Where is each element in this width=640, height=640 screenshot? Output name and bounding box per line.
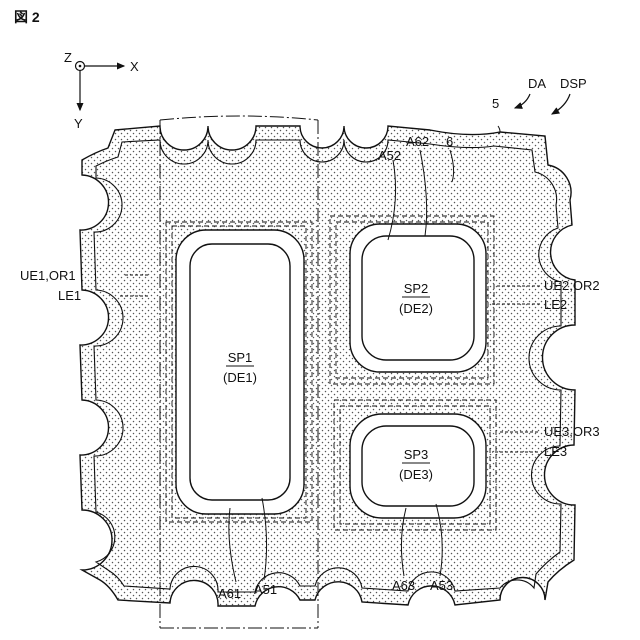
a53-label: A53 bbox=[430, 578, 453, 593]
le1-label: LE1 bbox=[58, 288, 81, 303]
figure-title: 図 2 bbox=[14, 9, 40, 25]
ue1-or1-label: UE1,OR1 bbox=[20, 268, 76, 283]
a63-label: A63 bbox=[392, 578, 415, 593]
sp3-opening-inner bbox=[362, 426, 474, 506]
le3-label: LE3 bbox=[544, 444, 567, 459]
a51-label: A51 bbox=[254, 582, 277, 597]
z-axis-label: Z bbox=[64, 50, 72, 65]
le2-label: LE2 bbox=[544, 297, 567, 312]
da-label: DA bbox=[528, 76, 546, 91]
sp2-label: SP2 bbox=[404, 281, 429, 296]
a52-label: A52 bbox=[378, 148, 401, 163]
ref6-label: 6 bbox=[446, 134, 453, 149]
de1-label: (DE1) bbox=[223, 370, 257, 385]
sp1-label: SP1 bbox=[228, 350, 253, 365]
a61-label: A61 bbox=[218, 586, 241, 601]
de3-label: (DE3) bbox=[399, 467, 433, 482]
ue2-or2-label: UE2,OR2 bbox=[544, 278, 600, 293]
ue3-or3-label: UE3,OR3 bbox=[544, 424, 600, 439]
sp2-opening-inner bbox=[362, 236, 474, 360]
a62-label: A62 bbox=[406, 134, 429, 149]
x-axis-label: X bbox=[130, 59, 139, 74]
da-dsp-arrows bbox=[515, 94, 570, 114]
ref5-label: 5 bbox=[492, 96, 499, 111]
de2-label: (DE2) bbox=[399, 301, 433, 316]
y-axis-label: Y bbox=[74, 116, 83, 131]
axes-indicator: Z X Y bbox=[64, 50, 139, 131]
sp3-label: SP3 bbox=[404, 447, 429, 462]
bank-region bbox=[80, 126, 575, 606]
dsp-label: DSP bbox=[560, 76, 587, 91]
